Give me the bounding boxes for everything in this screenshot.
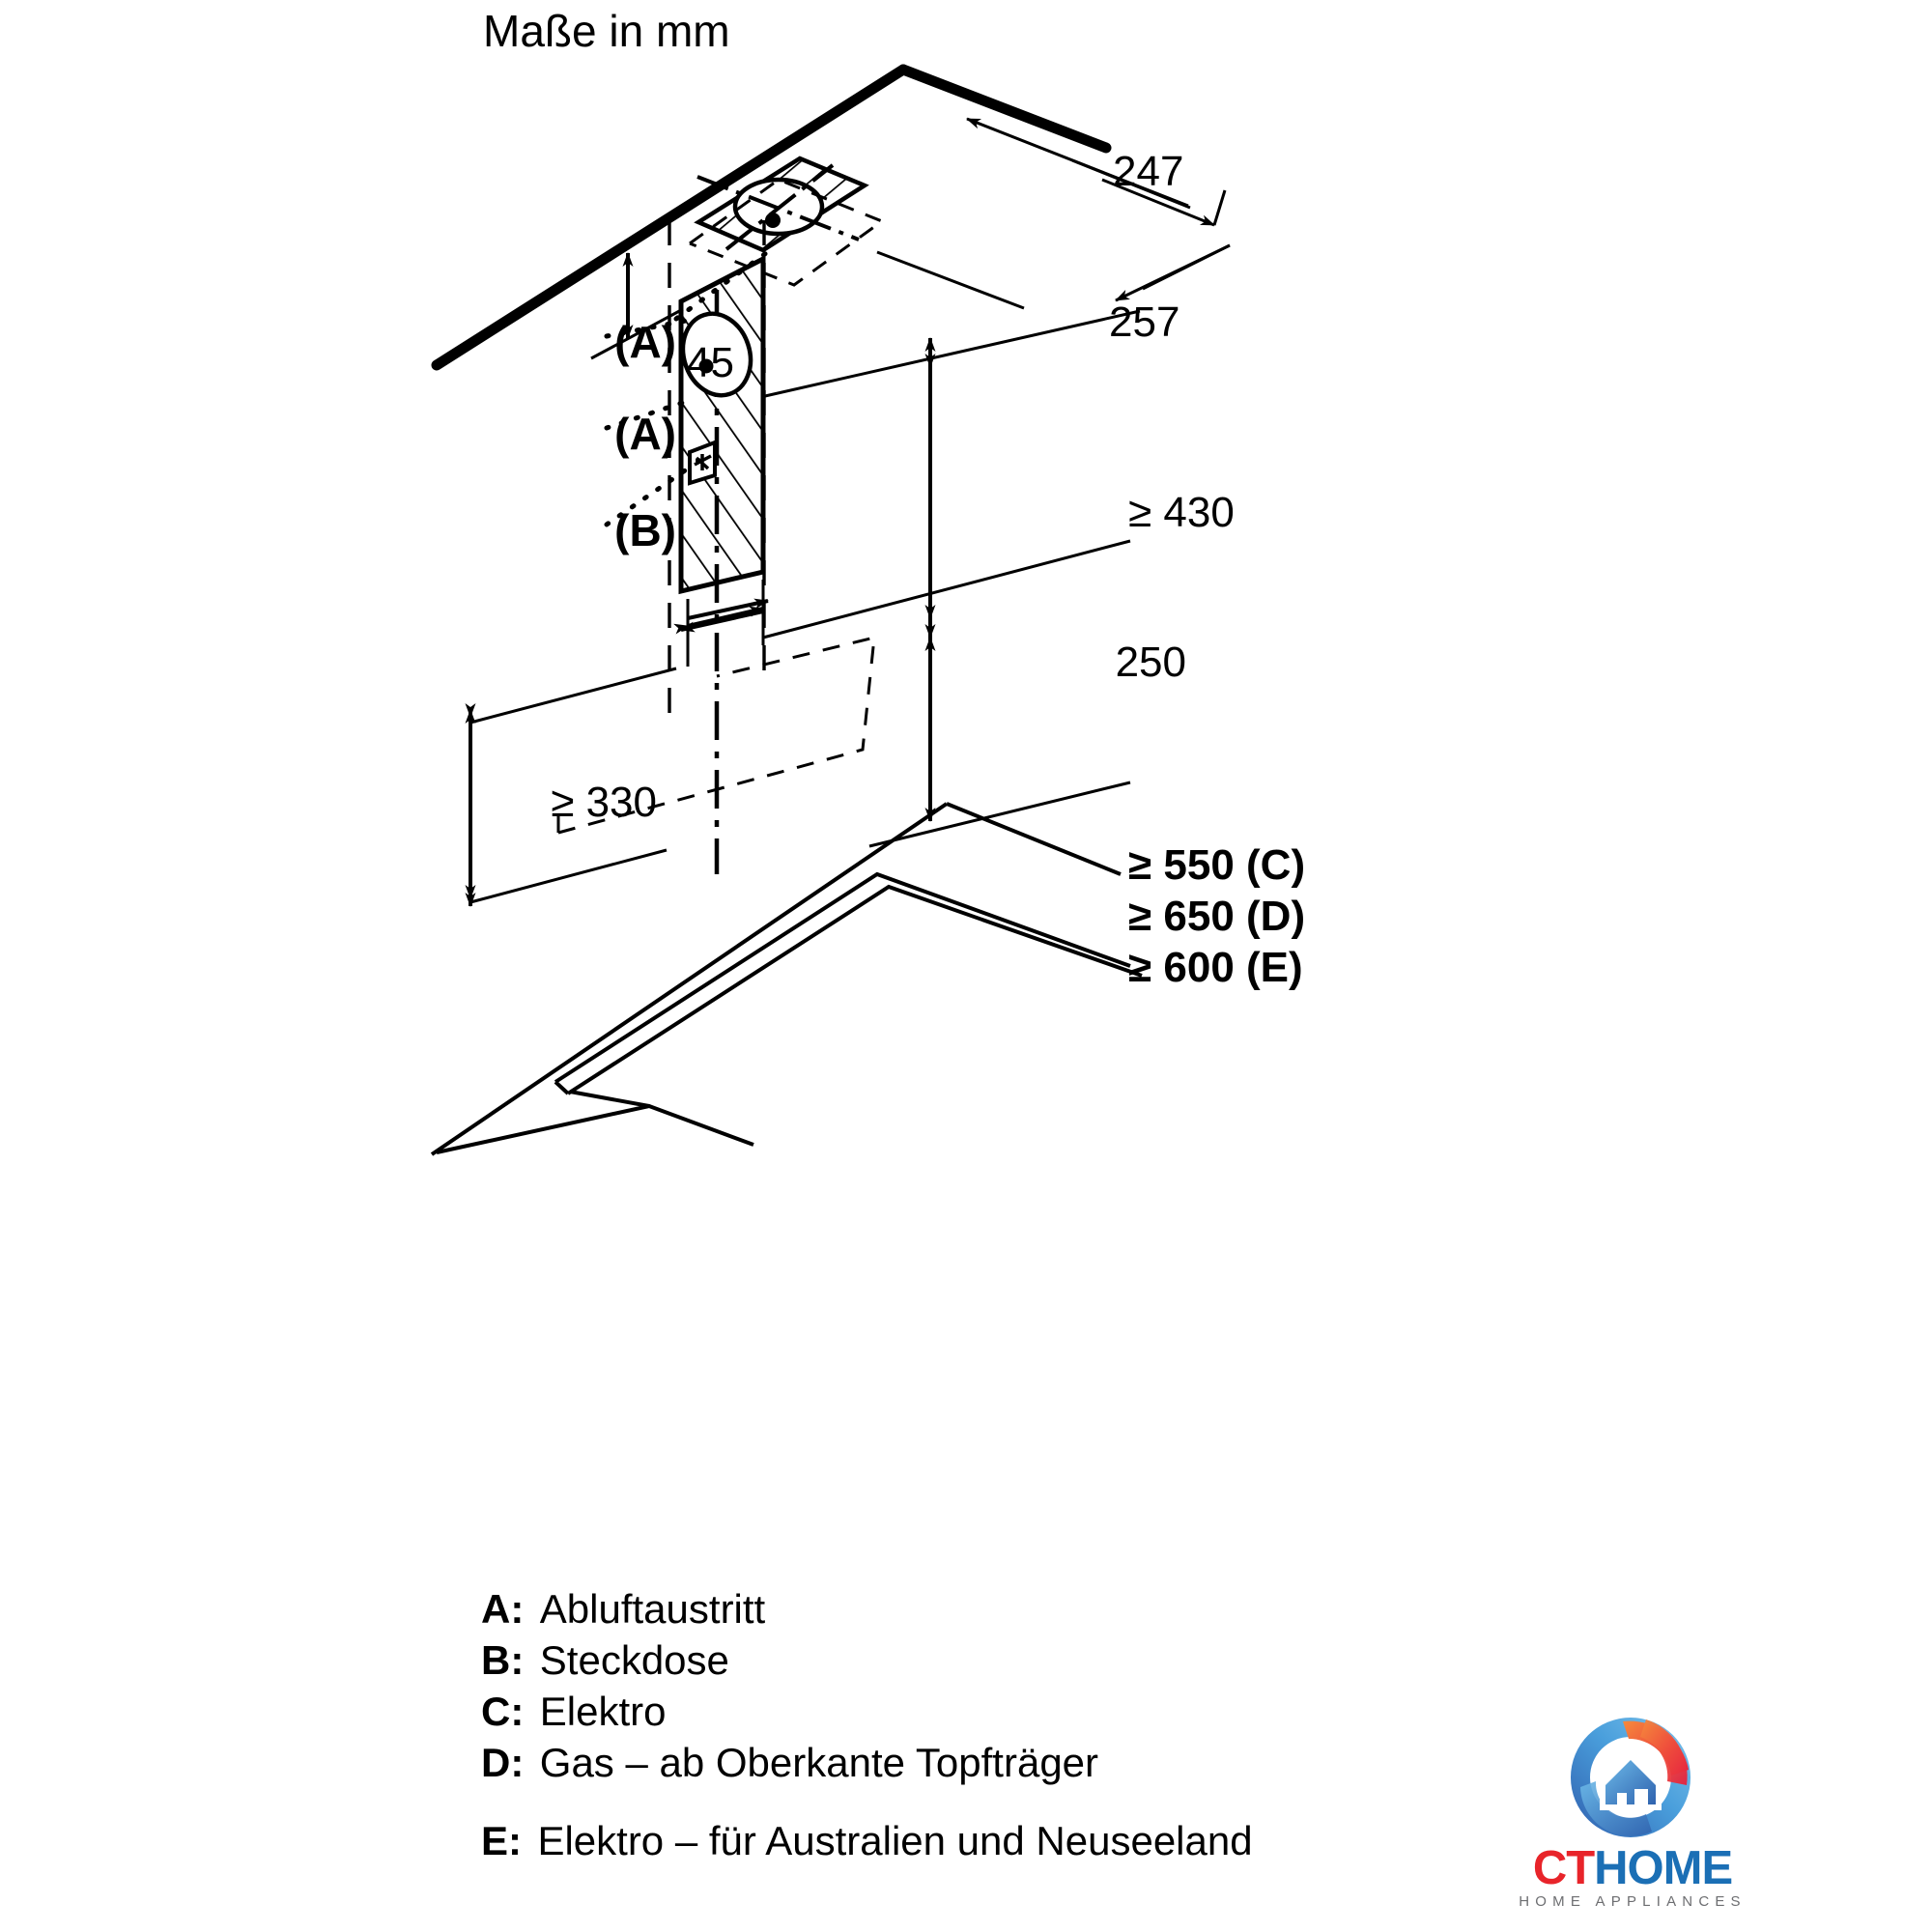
callout-label-b: (B) xyxy=(614,505,676,555)
legend-text: Elektro xyxy=(540,1689,667,1734)
dimension-label-45: 45 xyxy=(687,339,734,386)
dimension-min-330 xyxy=(465,667,677,907)
dimension-label-min-430: ≥ 430 xyxy=(1128,489,1235,536)
dimension-label-257: 257 xyxy=(1109,298,1179,346)
page-title: Maße in mm xyxy=(483,6,730,56)
logo-home-text: HOME xyxy=(1594,1842,1733,1894)
worktop-corner xyxy=(430,802,1143,1156)
legend-item: E: Elektro – für Australien und Neuseela… xyxy=(481,1818,1253,1863)
dimension-min-cde xyxy=(868,637,1131,848)
legend-item: C: Elektro xyxy=(481,1689,667,1734)
legend-key: C: xyxy=(481,1689,524,1734)
legend-text: Gas – ab Oberkante Topfträger xyxy=(540,1740,1098,1785)
legend-key: E: xyxy=(481,1818,522,1863)
cthome-logo-mark-icon xyxy=(1570,1718,1691,1837)
dimension-label-min-d: ≥ 650 (D) xyxy=(1128,893,1305,940)
legend-key: A: xyxy=(481,1586,524,1632)
legend-text: Steckdose xyxy=(540,1637,729,1683)
legend-key: D: xyxy=(481,1740,524,1785)
dimension-min-430 xyxy=(762,309,1141,639)
dimension-label-min-e: ≥ 600 (E) xyxy=(1128,944,1303,991)
callout-label-a-mid: (A) xyxy=(614,409,676,459)
dimension-label-min-330: ≥ 330 xyxy=(551,779,657,826)
dimension-257 xyxy=(876,243,1231,310)
dimension-45 xyxy=(590,252,684,360)
ceiling-line xyxy=(431,64,1112,371)
legend-list: A: Abluftaustritt B: Steckdose C: Elektr… xyxy=(481,1586,1253,1863)
dimension-label-min-c: ≥ 550 (C) xyxy=(1128,841,1305,889)
cthome-wordmark: CTHOME xyxy=(1488,1845,1777,1892)
legend-text: Elektro – für Australien und Neuseeland xyxy=(537,1818,1252,1863)
dimension-250 xyxy=(673,580,769,667)
legend-text: Abluftaustritt xyxy=(540,1586,766,1632)
logo-ct-text: CT xyxy=(1532,1842,1595,1894)
dimension-label-250: 250 xyxy=(1116,639,1186,686)
legend-item: B: Steckdose xyxy=(481,1637,729,1683)
cthome-logo: CTHOME HOME APPLIANCES xyxy=(1488,1710,1777,1913)
legend-key: B: xyxy=(481,1637,524,1683)
legend-item: A: Abluftaustritt xyxy=(481,1586,766,1632)
cthome-tagline: HOME APPLIANCES xyxy=(1519,1893,1747,1910)
dimension-label-247: 247 xyxy=(1113,148,1183,195)
callout-label-a-top: (A) xyxy=(614,317,676,367)
dimension-247 xyxy=(966,117,1227,227)
hob-outline-dashed xyxy=(556,636,876,835)
callout-leader-lines xyxy=(604,250,769,527)
wall-shaft-panel xyxy=(668,220,766,874)
ceiling-outlet-opening xyxy=(689,156,886,287)
legend-item: D: Gas – ab Oberkante Topfträger xyxy=(481,1740,1098,1785)
